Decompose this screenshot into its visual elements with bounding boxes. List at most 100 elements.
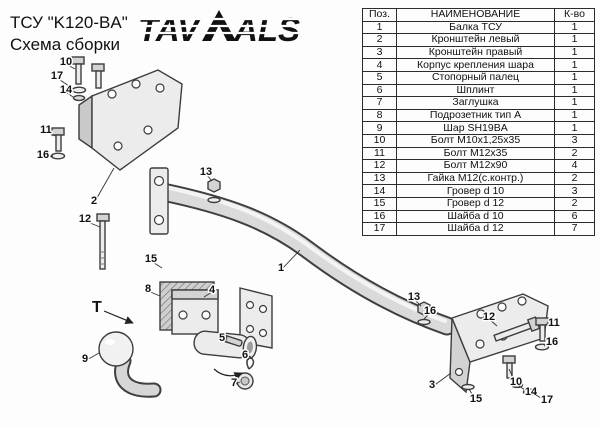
callout-leader-line bbox=[508, 368, 517, 385]
callout-leader-line bbox=[244, 356, 250, 361]
parts-table-header: Поз. НАИМЕНОВАНИЕ К-во bbox=[362, 8, 595, 22]
callout-leader-line bbox=[84, 220, 101, 228]
part-qty: 1 bbox=[554, 70, 595, 85]
bolt-m10-top-left bbox=[71, 56, 105, 102]
callout-leader-line bbox=[431, 372, 452, 388]
logo-text-right: ALS bbox=[233, 11, 300, 48]
part-name: Корпус крепления шара bbox=[396, 58, 555, 72]
callout-11: 11 bbox=[40, 124, 52, 136]
callout-3: 3 bbox=[429, 379, 435, 391]
part-name: Балка ТСУ bbox=[396, 20, 555, 35]
part-name: Гровер d 12 bbox=[396, 196, 555, 211]
callout-17: 17 bbox=[541, 394, 553, 406]
callout-13: 13 bbox=[200, 166, 212, 178]
callout-14: 14 bbox=[60, 84, 73, 96]
ball-mount-housing bbox=[171, 289, 219, 335]
part-qty: 7 bbox=[554, 222, 595, 236]
callout-leader-line bbox=[42, 155, 54, 158]
part-qty: 1 bbox=[554, 83, 595, 98]
bolt-m12x35-left bbox=[50, 127, 66, 160]
callout-leader-line bbox=[233, 381, 241, 386]
callout-11: 11 bbox=[548, 317, 560, 329]
part-pos: 11 bbox=[362, 146, 397, 161]
callout-leader-line bbox=[543, 343, 553, 347]
part-name: Болт М12х35 bbox=[396, 146, 555, 161]
callout-leader-line bbox=[84, 352, 100, 362]
part-qty: 1 bbox=[554, 108, 595, 123]
callout-leader-line bbox=[468, 388, 477, 402]
callout-leader-line bbox=[45, 131, 56, 137]
part-qty: 4 bbox=[554, 159, 595, 173]
tavials-logo: TAV ALS bbox=[136, 10, 314, 48]
bolt-m12x90-left bbox=[96, 213, 110, 270]
callout-9: 9 bbox=[82, 353, 88, 365]
t-direction-arrow-icon bbox=[103, 310, 134, 324]
callout-16: 16 bbox=[37, 149, 49, 161]
callout-7: 7 bbox=[231, 377, 237, 389]
col-header-pos: Поз. bbox=[362, 8, 397, 22]
callout-13: 13 bbox=[408, 291, 420, 303]
part-qty: 2 bbox=[554, 171, 595, 186]
callout-leader-line bbox=[488, 318, 498, 327]
callout-4: 4 bbox=[209, 284, 216, 296]
part-pos: 4 bbox=[362, 58, 397, 72]
callout-16: 16 bbox=[424, 305, 436, 317]
callout-12: 12 bbox=[79, 213, 91, 225]
insert-direction-arrow-icon bbox=[213, 368, 243, 380]
nut-m12-right bbox=[417, 301, 431, 326]
part-pos: 2 bbox=[362, 33, 397, 47]
cap-plug bbox=[236, 372, 254, 390]
col-header-name: НАИМЕНОВАНИЕ bbox=[396, 8, 555, 22]
callout-12: 12 bbox=[483, 311, 495, 323]
part-name: Заглушка bbox=[396, 96, 555, 110]
part-qty: 6 bbox=[554, 209, 595, 224]
part-name: Шплинт bbox=[396, 83, 555, 98]
right-bracket bbox=[449, 293, 549, 394]
callout-leader-line bbox=[221, 339, 231, 344]
part-name: Подрозетник тип А bbox=[396, 108, 555, 123]
callout-leader-line bbox=[545, 323, 555, 326]
part-name: Кронштейн левый bbox=[396, 33, 555, 47]
callout-2: 2 bbox=[91, 195, 97, 207]
left-bracket bbox=[78, 69, 183, 171]
part-name: Шайба d 10 bbox=[396, 209, 555, 224]
socket-tube bbox=[193, 330, 258, 360]
part-pos: 8 bbox=[362, 108, 397, 123]
part-name: Шар SH19BA bbox=[396, 121, 555, 135]
part-pos: 17 bbox=[362, 222, 397, 236]
cotter-pin bbox=[246, 355, 255, 370]
part-qty: 1 bbox=[554, 45, 595, 60]
part-name: Болт М12х90 bbox=[396, 159, 555, 173]
part-pos: 13 bbox=[362, 171, 397, 186]
callout-leader-line bbox=[93, 167, 115, 204]
callout-10: 10 bbox=[510, 376, 522, 388]
part-qty: 1 bbox=[554, 58, 595, 72]
callout-15: 15 bbox=[145, 253, 157, 265]
callout-leader-line bbox=[413, 298, 422, 307]
part-name: Шайба d 12 bbox=[396, 222, 555, 236]
callout-leader-line bbox=[205, 173, 213, 182]
callout-16: 16 bbox=[546, 336, 558, 348]
callout-leader-line bbox=[280, 249, 301, 271]
part-pos: 10 bbox=[362, 133, 397, 148]
part-pos: 3 bbox=[362, 45, 397, 60]
part-pos: 6 bbox=[362, 83, 397, 98]
part-qty: 2 bbox=[554, 196, 595, 211]
part-name: Гровер d 10 bbox=[396, 184, 555, 198]
part-qty: 1 bbox=[554, 96, 595, 110]
part-name: Стопорный палец bbox=[396, 70, 555, 85]
callout-leader-line bbox=[203, 291, 213, 298]
part-name: Болт М10х1,25х35 bbox=[396, 133, 555, 148]
